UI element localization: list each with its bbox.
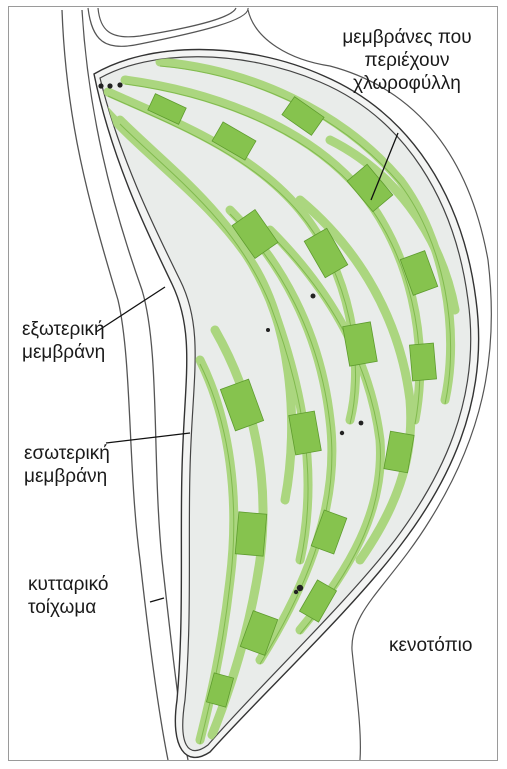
outer-membrane-leader-line [96, 287, 165, 332]
label-outer-membrane: εξωτερική μεμβράνη [22, 318, 105, 364]
label-cell-wall-line2: τοίχωμα [28, 596, 108, 619]
top-wall-line-a [88, 8, 248, 46]
top-wall-line-b [98, 8, 236, 37]
label-chlorophyll-membranes-line3: χλωροφύλλη [322, 72, 492, 95]
label-outer-membrane-line2: μεμβράνη [22, 341, 105, 364]
inner-membrane-leader-line [106, 433, 190, 443]
cell-wall-leader-line [150, 598, 164, 602]
label-vacuole: κενοτόπιο [389, 634, 472, 657]
label-chlorophyll-membranes: μεμβράνες που περιέχουν χλωροφύλλη [322, 26, 492, 95]
label-cell-wall: κυτταρικό τοίχωμα [28, 573, 108, 619]
label-chlorophyll-membranes-line2: περιέχουν [322, 49, 492, 72]
label-cell-wall-line1: κυτταρικό [28, 573, 108, 596]
label-inner-membrane: εσωτερική μεμβράνη [24, 442, 110, 488]
label-chlorophyll-membranes-line1: μεμβράνες που [322, 26, 492, 49]
label-inner-membrane-line2: μεμβράνη [24, 465, 110, 488]
label-outer-membrane-line1: εξωτερική [22, 318, 105, 341]
label-inner-membrane-line1: εσωτερική [24, 442, 110, 465]
